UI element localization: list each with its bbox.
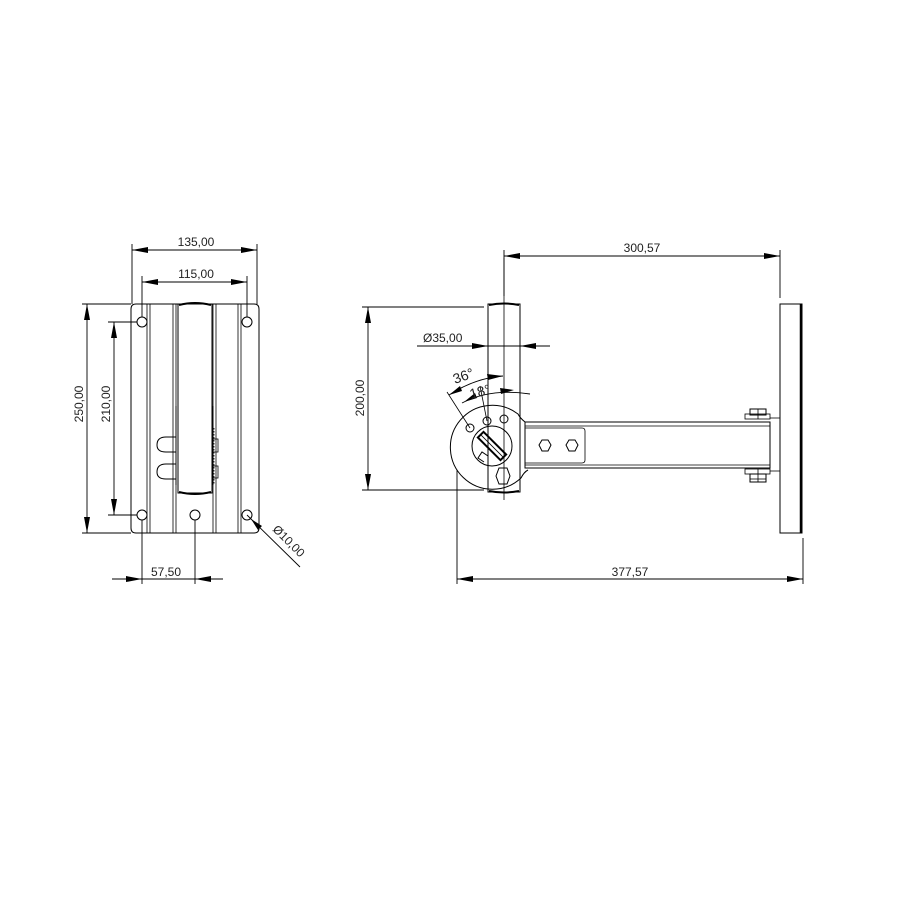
front-view: 135,00 115,00 250,00 210,00 xyxy=(72,235,308,584)
dimension-hole-offset-57: 57,50 xyxy=(112,520,223,584)
arm-bolt-2 xyxy=(565,439,579,452)
hole-bottom-center xyxy=(189,509,201,521)
dimension-overall-377: 377,57 xyxy=(456,470,804,584)
hole-bottom-right xyxy=(241,509,253,521)
dimension-height-250: 250,00 xyxy=(72,303,131,534)
dimension-width-115: 115,00 xyxy=(141,267,248,317)
dim-label-dia-35: Ø35,00 xyxy=(423,331,463,345)
base-plate-outline xyxy=(130,303,260,534)
angle-label-36: 36° xyxy=(451,365,476,387)
hole-top-right xyxy=(241,316,253,328)
dim-label-57: 57,50 xyxy=(151,565,181,579)
dimension-pipe-diameter: Ø35,00 xyxy=(417,331,550,349)
mounting-holes xyxy=(136,316,253,521)
dimension-width-135: 135,00 xyxy=(131,235,258,304)
nuts-right xyxy=(212,428,219,484)
arm xyxy=(524,417,780,472)
dim-label-135: 135,00 xyxy=(178,235,215,249)
dim-label-200: 200,00 xyxy=(353,379,367,416)
wall-bracket-bolts xyxy=(744,408,771,483)
dimension-hole-diameter: Ø10,00 xyxy=(246,514,308,568)
arm-bolt-1 xyxy=(538,439,552,452)
dimension-arm-300: 300,57 xyxy=(503,241,781,298)
pipe-front xyxy=(175,302,214,495)
angle-dimensions: 36° 18° xyxy=(446,365,531,429)
dim-label-210: 210,00 xyxy=(99,385,113,422)
wall-plate xyxy=(779,303,803,534)
hole-top-left xyxy=(136,316,148,328)
pipe-side xyxy=(487,258,521,500)
dimension-height-210: 210,00 xyxy=(99,321,137,516)
bolt-heads-left xyxy=(156,436,176,480)
dim-label-dia-10: Ø10,00 xyxy=(270,522,308,560)
dim-label-300: 300,57 xyxy=(624,241,661,255)
dim-label-115: 115,00 xyxy=(178,267,214,281)
dimension-pipe-height-200: 200,00 xyxy=(353,306,484,491)
clamp-head xyxy=(449,404,529,490)
angle-label-18: 18° xyxy=(468,381,493,402)
hole-bottom-left xyxy=(136,509,148,521)
side-view: 36° 18° 300,57 Ø35,00 200,00 xyxy=(353,241,804,584)
dim-label-250: 250,00 xyxy=(72,385,86,422)
dim-label-377: 377,57 xyxy=(612,565,649,579)
